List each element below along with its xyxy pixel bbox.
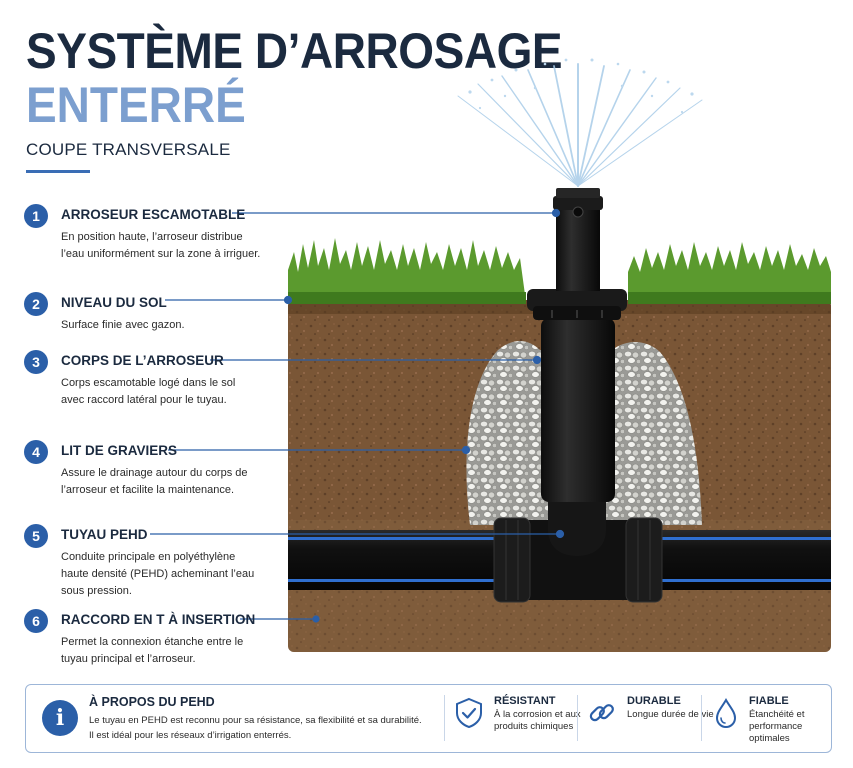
callout-title: NIVEAU DU SOL [61,295,167,310]
water-spray [457,63,703,187]
callout-title: CORPS DE L’ARROSEUR [61,353,224,368]
page-title-line1: SYSTÈME D’ARROSAGE [26,23,563,79]
callout-title: RACCORD EN T À INSERTION [61,612,256,627]
callout-title: LIT DE GRAVIERS [61,443,178,458]
water-drop-icon [715,697,737,729]
callout-title: TUYAU PEHD [61,527,148,542]
sprinkler-body [527,289,627,502]
callout-number: 1 [24,204,48,228]
grass-layer [288,238,831,304]
feature-text-reliable: Étanchéité et performance optimales [749,709,805,744]
title-underline [26,170,90,173]
callout-number: 3 [24,350,48,374]
about-title: À PROPOS DU PEHD [89,695,215,709]
feature-title-resistant: RÉSISTANT [494,695,556,707]
callout-number: 5 [24,524,48,548]
tee-fitting [493,498,663,603]
shield-check-icon [456,697,482,729]
page-title-line2: ENTERRÉ [26,77,246,133]
callout-description: Permet la connexion étanche entre le tuy… [61,636,244,665]
pehd-info-box: i À PROPOS DU PEHD Le tuyau en PEHD est … [25,684,832,753]
chain-link-icon [589,704,614,722]
popup-sprinkler-head [553,188,603,291]
water-droplets [468,58,694,114]
callout-description: En position haute, l’arroseur distribue … [61,231,261,260]
info-icon: i [42,700,78,736]
separator [444,695,445,741]
page-subtitle: COUPE TRANSVERSALE [26,140,231,159]
callout-number: 2 [24,292,48,316]
feature-text-resistant: À la corrosion et aux produits chimiques [494,709,581,732]
separator [577,695,578,741]
feature-text-durable: Longue durée de vie [627,709,714,720]
callout-number: 6 [24,609,48,633]
about-text: Le tuyau en PEHD est reconnu pour sa rés… [89,715,422,741]
feature-title-reliable: FIABLE [749,695,789,707]
cross-section-illustration [150,58,831,652]
callout-description: Assure le drainage autour du corps de l’… [61,467,248,496]
callout-description: Conduite principale en polyéthylène haut… [61,551,255,597]
feature-title-durable: DURABLE [627,695,681,707]
callout-title: ARROSEUR ESCAMOTABLE [61,207,246,222]
callout-number: 4 [24,440,48,464]
separator [701,695,702,741]
leader-lines [150,208,565,623]
callout-description: Surface finie avec gazon. [61,319,185,331]
callout-description: Corps escamotable logé dans le sol avec … [61,377,236,406]
